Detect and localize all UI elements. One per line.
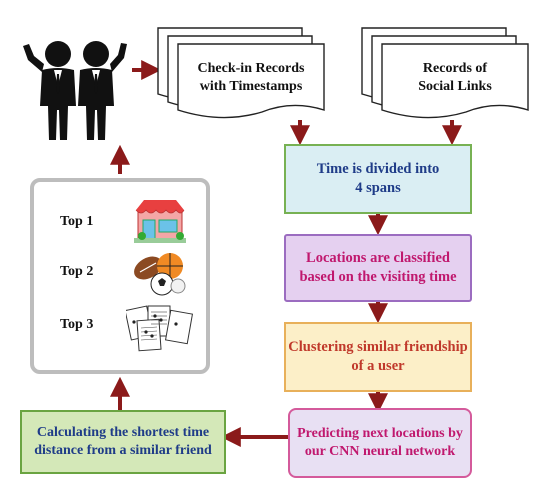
checkin-records-document: Check-in Records with Timestamps — [152, 26, 332, 122]
sheet-music-icon — [126, 305, 194, 352]
ranking-panel: Top 1 Top 2 Top 3 — [30, 178, 210, 374]
social-links-label: Records of Social Links — [418, 61, 492, 95]
step-calculating: Calculating the shortest time distance f… — [20, 410, 226, 474]
users-icon — [23, 41, 127, 140]
store-icon — [134, 200, 186, 243]
step-time-spans: Time is divided into 4 spans — [284, 144, 472, 214]
rank-1-label: Top 1 — [60, 214, 94, 229]
step-predicting: Predicting next locations by our CNN neu… — [288, 408, 472, 478]
step-clustering: Clustering similar friendship of a user — [284, 322, 472, 392]
rank-3-label: Top 3 — [60, 317, 94, 332]
step-locations-classified: Locations are classified based on the vi… — [284, 234, 472, 302]
sports-balls-icon — [134, 253, 186, 296]
rank-2-label: Top 2 — [60, 264, 94, 279]
checkin-records-label: Check-in Records with Timestamps — [197, 61, 305, 95]
social-links-document: Records of Social Links — [356, 26, 536, 122]
